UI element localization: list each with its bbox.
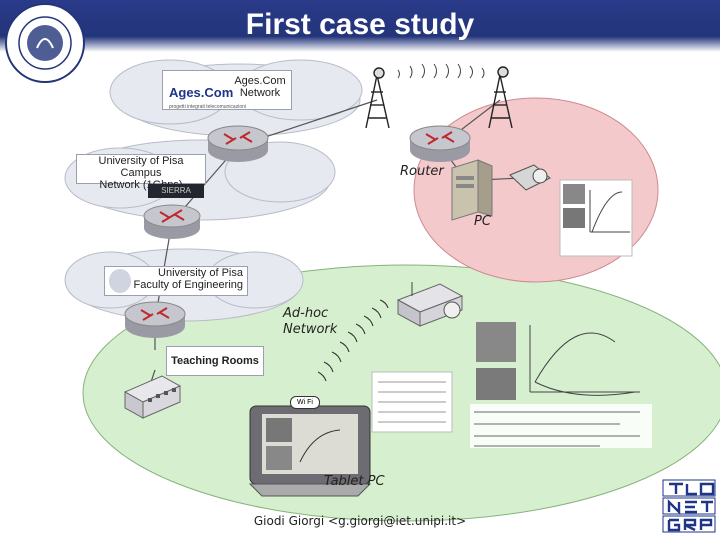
wifi-text: Wi Fi — [297, 399, 313, 406]
router-label: Router — [400, 164, 444, 179]
sierra-logo: SIERRA — [148, 184, 204, 198]
tablet-icon — [248, 405, 372, 497]
router-icon — [143, 204, 201, 239]
adhoc-network-label: Ad-hoc Network — [283, 306, 338, 337]
teaching-rooms-text: Teaching Rooms — [171, 355, 259, 367]
wifi-waves — [317, 299, 389, 382]
antenna-tower-icon — [488, 66, 513, 129]
switch-icon — [123, 375, 182, 419]
antenna-tower-icon — [365, 67, 390, 129]
agescom-tagline: progetti integrati telecomunicazioni — [169, 104, 246, 110]
router-icon — [207, 125, 269, 162]
engineering-text: University of Pisa Faculty of Engineerin… — [133, 267, 243, 291]
lecture-content-thumbnail — [371, 322, 652, 448]
tlc-net-grp-logo-icon — [662, 479, 716, 533]
wifi-icon: Wi Fi — [290, 396, 320, 409]
agescom-network-label: Ages.Com Network — [234, 75, 286, 99]
campus-network-text: University of Pisa Campus Network (1Gbps… — [98, 155, 184, 191]
teaching-rooms-label: Teaching Rooms — [166, 346, 264, 376]
router-icon — [124, 301, 186, 338]
router-icon — [409, 125, 471, 162]
projector-icon — [396, 282, 464, 327]
agescom-logo-text: Ages.Com — [169, 85, 234, 100]
footer-author: Giodi Giorgi <g.giorgi@iet.unipi.it> — [253, 514, 467, 528]
university-seal-icon — [5, 3, 85, 83]
engineering-label: University of Pisa Faculty of Engineerin… — [104, 266, 248, 296]
tablet-pc-label: Tablet PC — [324, 474, 385, 489]
agescom-logo-box: Ages.Com progetti integrati telecomunica… — [162, 70, 292, 110]
pc-screen-thumbnail — [559, 179, 633, 257]
engineering-crest-icon — [109, 269, 131, 293]
pc-label: PC — [474, 214, 491, 229]
title-bar — [0, 0, 720, 52]
camera-icon — [509, 164, 551, 191]
campus-network-label: University of Pisa Campus Network (1Gbps… — [76, 154, 206, 191]
pc-icon — [451, 159, 493, 221]
page-title: First case study — [245, 8, 475, 41]
sierra-logo-text: SIERRA — [161, 186, 191, 195]
radio-link-waves — [397, 63, 485, 79]
